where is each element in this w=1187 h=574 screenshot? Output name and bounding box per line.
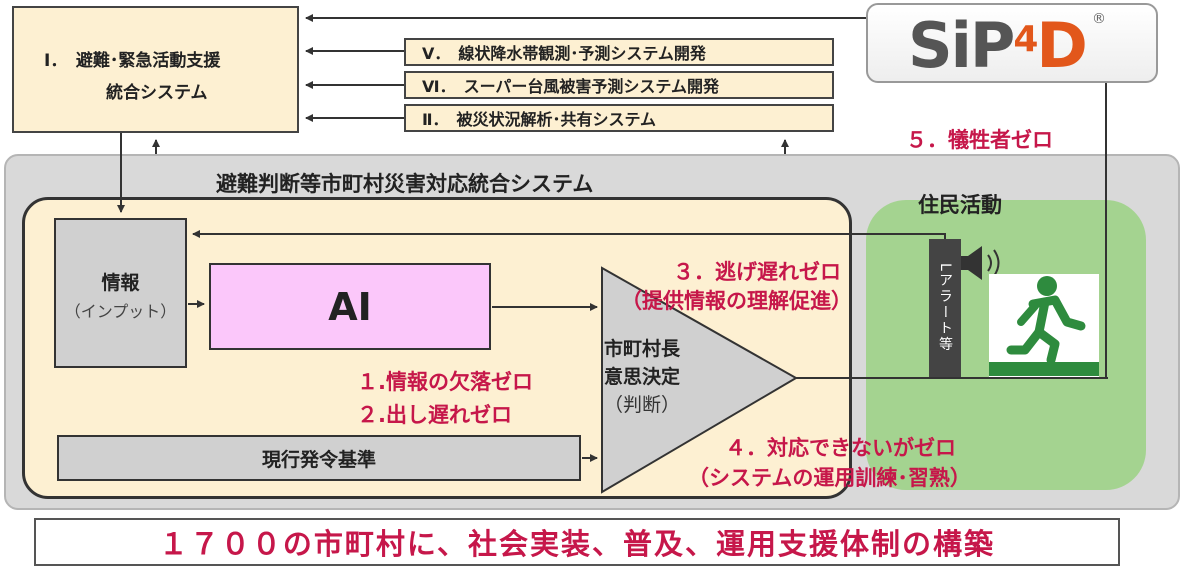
- integrated-system-line2: 統合システム: [106, 83, 208, 103]
- logo-text-4: 4: [1013, 19, 1038, 60]
- current-standard-label: 現行発令基準: [261, 448, 376, 471]
- feed-label: Ⅵ． スーパー台風被害予測システム開発: [422, 77, 719, 96]
- info-subtitle: （インプット）: [64, 302, 177, 321]
- integrated-system-line1: Ⅰ． 避難･緊急活動支援: [44, 51, 221, 71]
- feed-row-damage-analysis: Ⅱ． 被災状況解析･共有システム: [404, 104, 834, 132]
- bottom-banner: １７００の市町村に、社会実装、普及、運用支援体制の構築: [34, 518, 1120, 566]
- feed-row-super-typhoon: Ⅵ． スーパー台風被害予測システム開発: [404, 71, 834, 99]
- sip4d-logo: SiP4D ®: [866, 3, 1158, 83]
- logo-text-d: D: [1036, 9, 1087, 82]
- alert-box: Lアラート等: [929, 239, 961, 377]
- speaker-icon: [960, 246, 1000, 280]
- panel-title: 避難判断等市町村災害対応統合システム: [216, 172, 594, 196]
- integrated-system-box: Ⅰ． 避難･緊急活動支援 統合システム: [12, 6, 299, 133]
- ai-label: AI: [328, 284, 372, 329]
- goal-3: ３．逃げ遅れゼロ: [673, 260, 841, 284]
- goal-4: ４．対応できないがゼロ: [725, 436, 956, 460]
- residents-title: 住民活動: [918, 193, 1002, 217]
- logo-text-sip: SiP: [908, 9, 1015, 82]
- mayor-decision-text: 市町村長 意思決定 （判断）: [604, 335, 680, 419]
- registered-mark: ®: [1092, 11, 1106, 27]
- info-title: 情報: [101, 272, 140, 294]
- mayor-line2: 意思決定: [604, 366, 681, 388]
- feed-label: Ⅱ． 被災状況解析･共有システム: [422, 110, 657, 129]
- evacuation-exit-sign: [989, 274, 1099, 377]
- mayor-line3: （判断）: [604, 394, 681, 416]
- banner-text: １７００の市町村に、社会実装、普及、運用支援体制の構築: [158, 527, 996, 561]
- mayor-line1: 市町村長: [604, 338, 681, 360]
- ai-box: AI: [209, 263, 491, 350]
- goal-1: １.情報の欠落ゼロ: [357, 370, 533, 394]
- info-input-box: 情報 （インプット）: [54, 218, 187, 368]
- goal-2: ２.出し遅れゼロ: [357, 403, 512, 427]
- current-issuance-standard-box: 現行発令基準: [57, 435, 581, 481]
- goal-4-note: （システムの運用訓練･習熟）: [688, 466, 971, 490]
- feed-label: Ⅴ． 線状降水帯観測･予測システム開発: [422, 44, 706, 63]
- alert-label: Lアラート等: [937, 263, 953, 353]
- goal-3-note: （提供情報の理解促進）: [621, 289, 852, 313]
- sip4d-logo-text: SiP4D: [908, 9, 1088, 82]
- running-person-icon: [989, 276, 1099, 376]
- goal-5: ５．犠牲者ゼロ: [906, 128, 1053, 152]
- mayor-decision-triangle: [601, 266, 799, 494]
- feed-row-linear-rainband: Ⅴ． 線状降水帯観測･予測システム開発: [404, 38, 834, 66]
